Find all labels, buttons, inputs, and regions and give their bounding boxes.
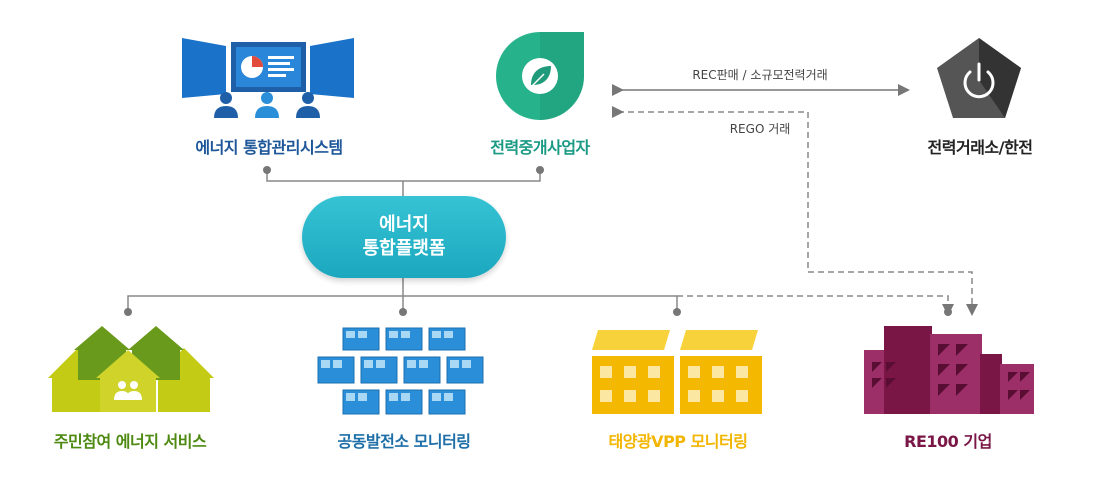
rego-label: REGO 거래 [729,122,791,136]
exchange-label: 전력거래소/한전 [927,138,1033,157]
vpp-re100-dashed [677,295,954,316]
rego-dashed-arrow [612,106,978,316]
corporate-buildings-icon [864,326,1034,414]
public-plant-label: 공동발전소 모니터링 [337,432,471,451]
ems-label: 에너지 통합관리시스템 [195,138,343,157]
solar-vpp-label: 태양광VPP 모니터링 [608,432,748,451]
vpp-connector-dot [673,308,681,316]
solar-buildings-icon [592,330,762,414]
leaf-icon [496,32,584,120]
monitor-people-icon [182,38,354,118]
solar-panels-icon [317,327,484,415]
power-icon [937,38,1021,118]
integrated-platform-node: 에너지 통합플랫폼 [302,196,506,278]
broker-label: 전력중개사업자 [490,138,590,157]
community-connector-dot [124,308,132,316]
platform-line-1: 에너지 [379,214,429,235]
community-label: 주민참여 에너지 서비스 [53,432,207,451]
platform-line-2: 통합플랫폼 [362,238,446,259]
plant-connector-dot [399,308,407,316]
houses-icon [48,326,214,412]
solar-panel-cells [321,331,471,401]
bottom-connector [127,278,678,312]
broker-connector-dot [536,166,544,174]
re100-label: RE100 기업 [904,432,992,451]
top-connector [266,170,541,196]
ems-connector-dot [263,166,271,174]
rec-sale-label: REC판매 / 소규모전력거래 [692,68,828,82]
